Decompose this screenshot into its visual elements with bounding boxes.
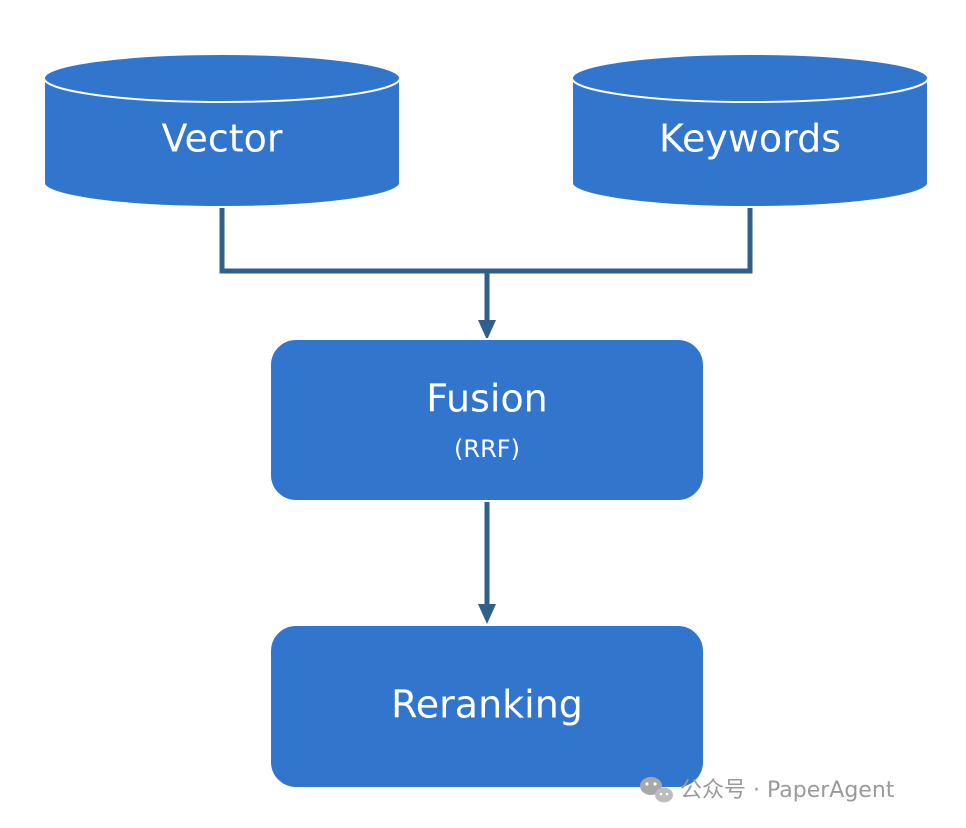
connectors xyxy=(219,206,753,606)
edge-keywords-to-fusion xyxy=(487,206,753,274)
watermark: 公众号 · PaperAgent xyxy=(640,777,895,803)
keywords-label: Keywords xyxy=(659,117,841,161)
keywords-cylinder: Keywords xyxy=(571,53,929,208)
edge-vector-to-fusion xyxy=(219,206,487,274)
watermark-text: 公众号 · PaperAgent xyxy=(680,778,895,803)
fusion-label: Fusion xyxy=(426,377,548,421)
vector-label: Vector xyxy=(161,117,282,161)
reranking-label: Reranking xyxy=(391,683,583,727)
vector-cylinder-body xyxy=(43,77,401,208)
fusion-box-shape xyxy=(269,338,705,502)
fusion-box: Fusion (RRF) xyxy=(269,338,705,502)
vector-cylinder: Vector xyxy=(43,53,401,208)
fusion-sublabel: (RRF) xyxy=(454,435,520,463)
reranking-box-shape xyxy=(269,624,705,789)
arrowhead-into-reranking xyxy=(478,604,496,624)
keywords-cylinder-body xyxy=(571,77,929,208)
keywords-cylinder-top xyxy=(571,53,929,103)
wechat-icon xyxy=(640,777,673,803)
vector-cylinder-top xyxy=(43,53,401,103)
arrowheads xyxy=(478,320,496,624)
arrowhead-into-fusion xyxy=(478,320,496,340)
reranking-box: Reranking xyxy=(269,624,705,789)
